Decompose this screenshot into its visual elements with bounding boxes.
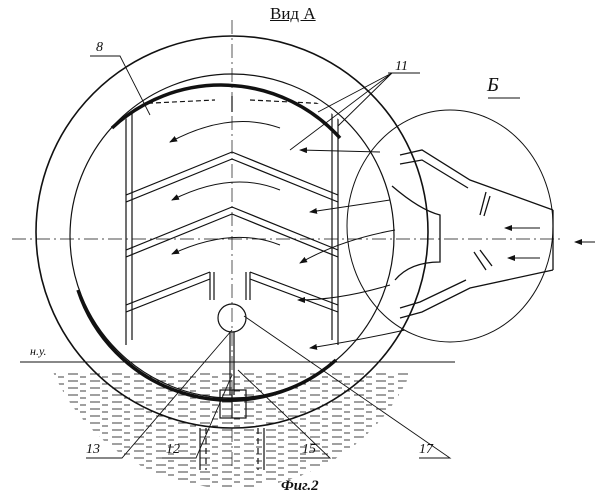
figure-caption: Фиг.2: [281, 478, 319, 495]
callout-17: 17: [419, 442, 433, 458]
callout-11: 11: [395, 59, 408, 75]
callout-8: 8: [96, 40, 103, 56]
liquid-level: [20, 362, 455, 488]
liquid-level-label: н.у.: [30, 344, 47, 359]
callout-15: 15: [302, 442, 316, 458]
view-title: Вид А: [270, 4, 316, 24]
callout-12: 12: [166, 442, 180, 458]
detail-b-label: Б: [487, 74, 499, 97]
callout-13: 13: [86, 442, 100, 458]
